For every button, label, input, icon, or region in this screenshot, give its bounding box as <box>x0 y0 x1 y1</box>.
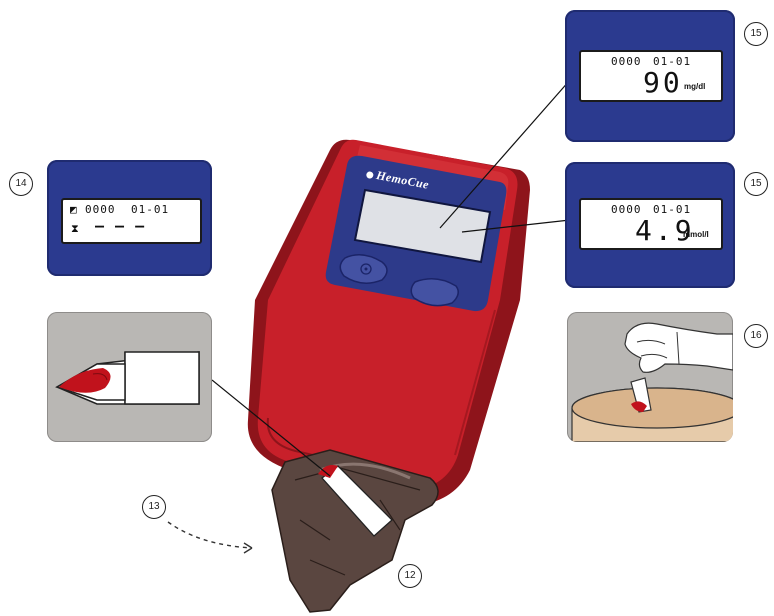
cuvette-closeup-panel <box>47 312 212 442</box>
lcd-15-mmol: 0000 01-01 4.9 mmol/l <box>579 198 723 250</box>
result-unit: mg/dl <box>684 82 705 91</box>
result-value: 90 <box>643 66 683 99</box>
step-number-12: 12 <box>398 564 422 588</box>
step-number-15-bottom: 15 <box>744 172 768 196</box>
step-number-13: 13 <box>142 495 166 519</box>
clock-readout: 0000 <box>611 55 642 68</box>
hand-icon <box>625 323 733 372</box>
cuvette-holder <box>272 450 438 612</box>
step-number-16: 16 <box>744 324 768 348</box>
cuvette-icon: ◩ <box>70 203 78 216</box>
hourglass-icon: ⧗ <box>71 222 80 236</box>
lcd-14: ◩ 0000 01-01 ⧗ – – – <box>61 198 202 244</box>
date-readout: 01-01 <box>131 203 169 216</box>
step-number-15-top: 15 <box>744 22 768 46</box>
display-panel-14: ◩ 0000 01-01 ⧗ – – – <box>47 160 212 276</box>
result-unit: mmol/l <box>683 230 709 239</box>
display-panel-15-mgdl: 0000 01-01 90 mg/dl <box>565 10 735 142</box>
disposal-illustration <box>567 312 733 442</box>
display-panel-15-mmol: 0000 01-01 4.9 mmol/l <box>565 162 735 288</box>
step-number-14: 14 <box>9 172 33 196</box>
result-dashes: – – – <box>95 217 145 235</box>
cuvette-closeup <box>47 312 212 442</box>
clock-readout: 0000 <box>85 203 116 216</box>
insert-arrow <box>168 522 252 548</box>
lcd-15-mgdl: 0000 01-01 90 mg/dl <box>579 50 723 102</box>
disposal-panel-16 <box>567 312 733 442</box>
